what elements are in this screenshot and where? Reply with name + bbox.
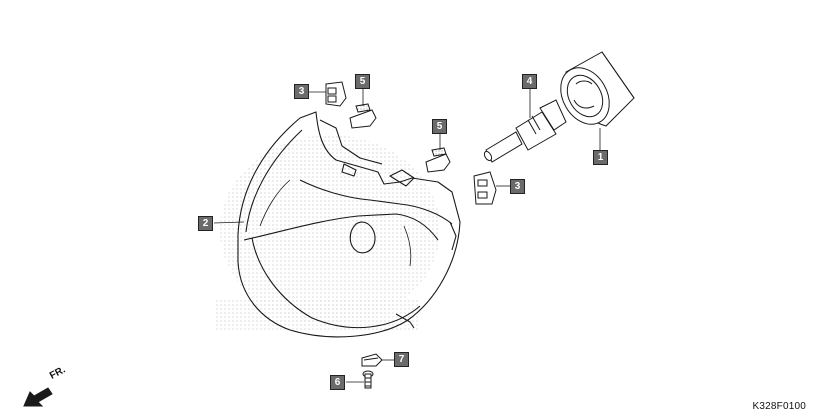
clip-upper-drawing — [349, 103, 377, 129]
callout-5-middle: 5 — [432, 119, 447, 134]
socket-cover-drawing — [560, 51, 635, 127]
callout-6: 6 — [330, 375, 345, 390]
clip-middle-drawing — [425, 147, 451, 173]
socket-connector-right-drawing — [473, 171, 497, 205]
callout-5-upper: 5 — [355, 74, 370, 89]
headlight-unit-drawing — [237, 111, 461, 338]
front-direction-arrow — [23, 387, 53, 407]
callout-4: 4 — [522, 74, 537, 89]
diagram-code: K328F0100 — [752, 401, 806, 412]
leader-line-2 — [213, 221, 245, 224]
callout-7: 7 — [394, 352, 409, 367]
grommet-drawing — [361, 353, 383, 367]
screw-drawing — [362, 370, 374, 389]
callout-3-upper: 3 — [294, 84, 309, 99]
callout-3-right: 3 — [510, 179, 525, 194]
callout-1: 1 — [593, 150, 608, 165]
socket-connector-upper-drawing — [325, 81, 347, 107]
bulb-drawing — [483, 99, 567, 163]
watermark-logo — [215, 135, 440, 330]
callout-2: 2 — [198, 216, 213, 231]
